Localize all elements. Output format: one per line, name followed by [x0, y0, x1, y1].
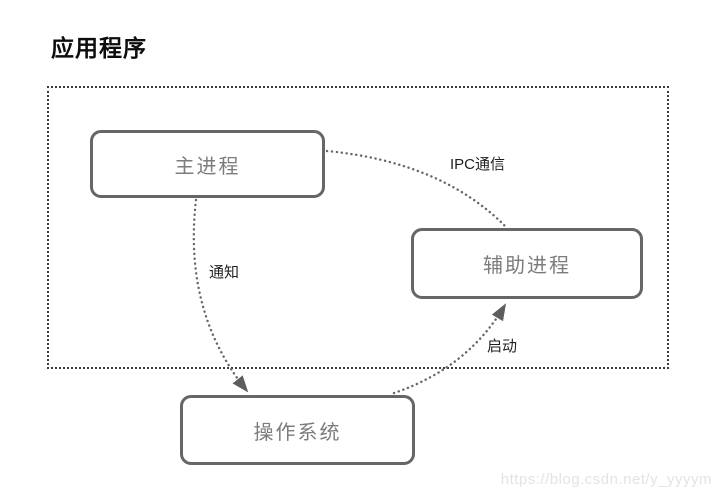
edge-label-notify: 通知: [209, 264, 240, 281]
node-main-process-label: 主进程: [174, 155, 241, 178]
node-main-process: 主进程: [90, 130, 325, 198]
application-boundary-box: [47, 86, 669, 369]
watermark-text: https://blog.csdn.net/y_yyyym: [500, 471, 712, 488]
diagram-title: 应用程序: [51, 35, 147, 61]
edge-label-launch: 启动: [487, 338, 518, 355]
edge-label-ipc: IPC通信: [450, 156, 506, 173]
node-operating-system: 操作系统: [180, 395, 415, 465]
node-helper-process-label: 辅助进程: [483, 255, 571, 277]
node-operating-system-label: 操作系统: [253, 421, 342, 444]
node-helper-process: 辅助进程: [411, 228, 643, 299]
